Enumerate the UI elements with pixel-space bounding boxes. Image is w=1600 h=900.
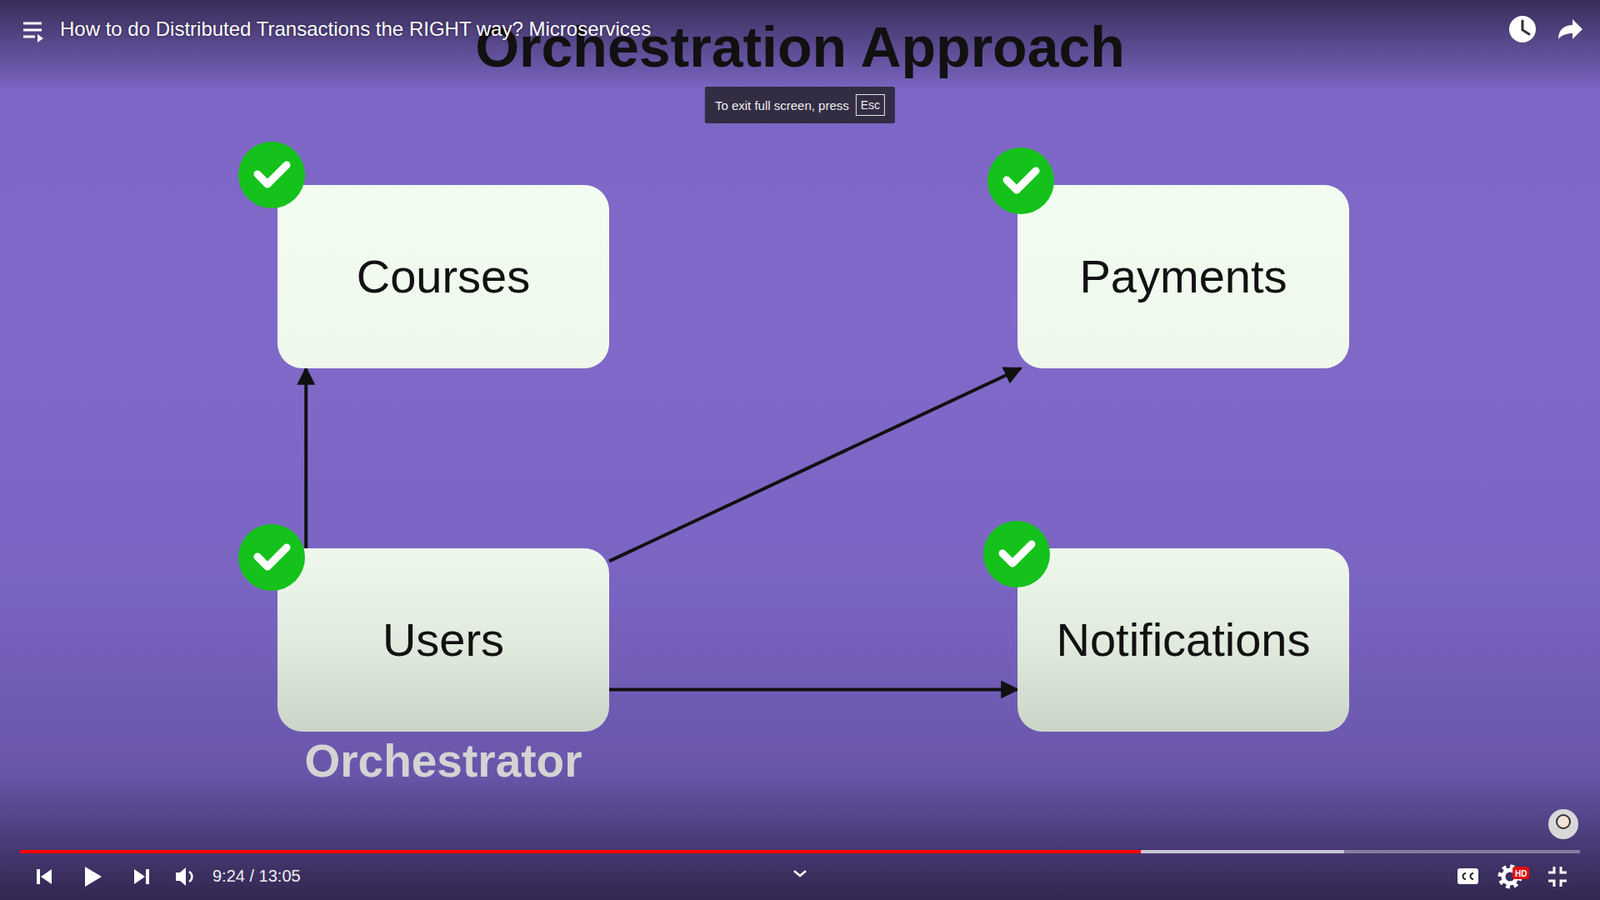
check-badge [238,141,305,209]
flow-arrow [609,687,1018,691]
flow-arrow [304,368,308,549]
prev-icon [40,869,52,885]
key-text: Esc [860,98,880,113]
role-caption: Orchestrator [304,735,582,788]
share-icon [1558,19,1583,40]
check-mark [1006,170,1036,190]
service-box: Notifications [1017,548,1350,732]
service-box: Courses [277,185,610,369]
check-mark [257,547,287,567]
progress-buffer [20,850,1345,854]
box-label: Courses [356,250,531,304]
service-box: UsersOrchestrator [277,548,610,732]
menu-line [23,29,42,32]
key-cap: Esc [855,94,885,115]
top-shade [0,0,1600,92]
clock-hands [1522,20,1530,35]
player-controls [36,866,1567,887]
box-label: Payments [1080,250,1288,304]
volume-wave [189,871,192,882]
check-badge [238,524,305,591]
progress-track [20,850,1580,854]
toast-text: To exit full screen, press [715,98,850,113]
prev-bar [36,869,40,885]
chevron-icon [794,870,806,876]
cc-glyph [1463,873,1475,880]
next-bar [145,869,150,885]
check-circle [238,141,305,209]
check-mark [1002,544,1032,564]
box-label: Users [382,613,505,667]
clock-face [1509,15,1536,43]
playlist-icon [23,23,44,43]
play-icon [85,866,102,887]
badge-text: HD [1515,868,1527,880]
channel-avatar [1548,809,1579,840]
service-box: Payments [1017,185,1350,369]
next-icon [134,869,145,885]
check-badge [987,147,1055,215]
check-circle [983,520,1050,588]
quality-badge: HD [1512,866,1530,880]
check-circle [987,147,1055,215]
menu-triangle [37,34,44,43]
check-badge [983,520,1050,588]
avatar-circle [1548,809,1579,840]
menu-line [23,22,42,25]
exit-fullscreen-icon [1548,866,1567,887]
volume-icon [175,867,186,886]
clock-icon [1509,15,1536,43]
bottom-shade [0,775,1600,900]
progress-played [20,850,1141,854]
time-display: 9:24 / 13:05 [212,866,301,886]
check-circle [238,524,305,591]
cc-icon [1457,868,1479,885]
flow-arrow [609,368,1021,561]
avatar-face [1556,815,1570,829]
box-label: Notifications [1055,613,1310,667]
video-title: How to do Distributed Transactions the R… [60,17,651,41]
menu-line [23,35,35,39]
check-mark [257,165,287,185]
fullscreen-toast: To exit full screen, press Esc [705,86,895,124]
